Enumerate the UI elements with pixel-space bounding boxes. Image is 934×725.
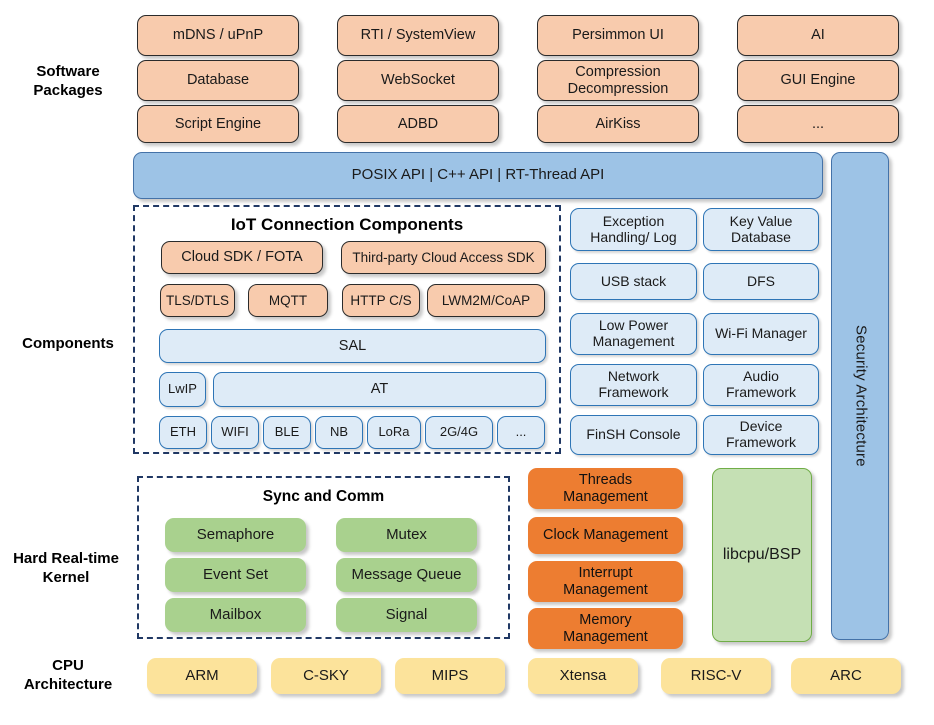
software-package-box[interactable]: ...: [737, 105, 899, 143]
row-label-kernel: Hard Real-time Kernel: [13, 550, 119, 586]
component-box[interactable]: USB stack: [570, 263, 697, 300]
component-box[interactable]: Low Power Management: [570, 313, 697, 355]
component-box[interactable]: DFS: [703, 263, 819, 300]
kernel-sync-box[interactable]: Mutex: [336, 518, 477, 552]
iot-link-box[interactable]: NB: [315, 416, 363, 449]
api-bar[interactable]: POSIX API | C++ API | RT-Thread API: [133, 152, 823, 199]
kernel-sync-box[interactable]: Semaphore: [165, 518, 306, 552]
component-box[interactable]: FinSH Console: [570, 415, 697, 455]
security-architecture-bar[interactable]: Security Architecture: [831, 152, 889, 640]
iot-box[interactable]: HTTP C/S: [342, 284, 420, 317]
iot-link-box[interactable]: LoRa: [367, 416, 421, 449]
software-package-box[interactable]: RTI / SystemView: [337, 15, 499, 56]
iot-connection-group: [133, 205, 561, 454]
software-package-box[interactable]: AirKiss: [537, 105, 699, 143]
iot-link-box[interactable]: ...: [497, 416, 545, 449]
cpu-architecture-box[interactable]: Xtensa: [528, 658, 638, 694]
kernel-management-box[interactable]: Interrupt Management: [528, 561, 683, 602]
sync-and-comm-group: [137, 476, 510, 639]
kernel-sync-box[interactable]: Event Set: [165, 558, 306, 592]
software-package-box[interactable]: WebSocket: [337, 60, 499, 101]
kernel-sync-box[interactable]: Message Queue: [336, 558, 477, 592]
kernel-management-box[interactable]: Clock Management: [528, 517, 683, 554]
security-architecture-label: Security Architecture: [852, 325, 870, 467]
libcpu-bsp-box[interactable]: libcpu/BSP: [712, 468, 812, 642]
kernel-management-box[interactable]: Memory Management: [528, 608, 683, 649]
iot-box[interactable]: TLS/DTLS: [160, 284, 235, 317]
kernel-management-box[interactable]: Threads Management: [528, 468, 683, 509]
component-box[interactable]: Key Value Database: [703, 208, 819, 251]
software-package-box[interactable]: Compression Decompression: [537, 60, 699, 101]
iot-connection-group-title: IoT Connection Components: [230, 215, 464, 234]
software-package-box[interactable]: AI: [737, 15, 899, 56]
software-package-box[interactable]: Database: [137, 60, 299, 101]
software-package-box[interactable]: Script Engine: [137, 105, 299, 143]
iot-box-lwip[interactable]: LwIP: [159, 372, 206, 407]
kernel-sync-box[interactable]: Mailbox: [165, 598, 306, 632]
iot-box[interactable]: MQTT: [248, 284, 328, 317]
component-box[interactable]: Exception Handling/ Log: [570, 208, 697, 251]
component-box[interactable]: Network Framework: [570, 364, 697, 406]
row-label-software-packages: Software Packages: [33, 63, 103, 99]
cpu-architecture-box[interactable]: C-SKY: [271, 658, 381, 694]
software-package-box[interactable]: ADBD: [337, 105, 499, 143]
software-package-box[interactable]: GUI Engine: [737, 60, 899, 101]
component-box[interactable]: Device Framework: [703, 415, 819, 455]
row-label-components: Components: [22, 335, 114, 352]
iot-link-box[interactable]: BLE: [263, 416, 311, 449]
cpu-architecture-box[interactable]: ARC: [791, 658, 901, 694]
cpu-architecture-box[interactable]: ARM: [147, 658, 257, 694]
row-label-cpu-architecture: CPU Architecture: [23, 657, 113, 693]
sync-and-comm-title: Sync and Comm: [262, 488, 385, 505]
cpu-architecture-box[interactable]: MIPS: [395, 658, 505, 694]
kernel-sync-box[interactable]: Signal: [336, 598, 477, 632]
iot-box[interactable]: Cloud SDK / FOTA: [161, 241, 323, 274]
component-box[interactable]: Wi-Fi Manager: [703, 313, 819, 355]
iot-box-sal[interactable]: SAL: [159, 329, 546, 363]
iot-link-box[interactable]: ETH: [159, 416, 207, 449]
component-box[interactable]: Audio Framework: [703, 364, 819, 406]
iot-box[interactable]: Third-party Cloud Access SDK: [341, 241, 546, 274]
iot-link-box[interactable]: WIFI: [211, 416, 259, 449]
iot-link-box[interactable]: 2G/4G: [425, 416, 493, 449]
software-package-box[interactable]: Persimmon UI: [537, 15, 699, 56]
iot-box[interactable]: LWM2M/CoAP: [427, 284, 545, 317]
software-package-box[interactable]: mDNS / uPnP: [137, 15, 299, 56]
cpu-architecture-box[interactable]: RISC-V: [661, 658, 771, 694]
iot-box-at[interactable]: AT: [213, 372, 546, 407]
